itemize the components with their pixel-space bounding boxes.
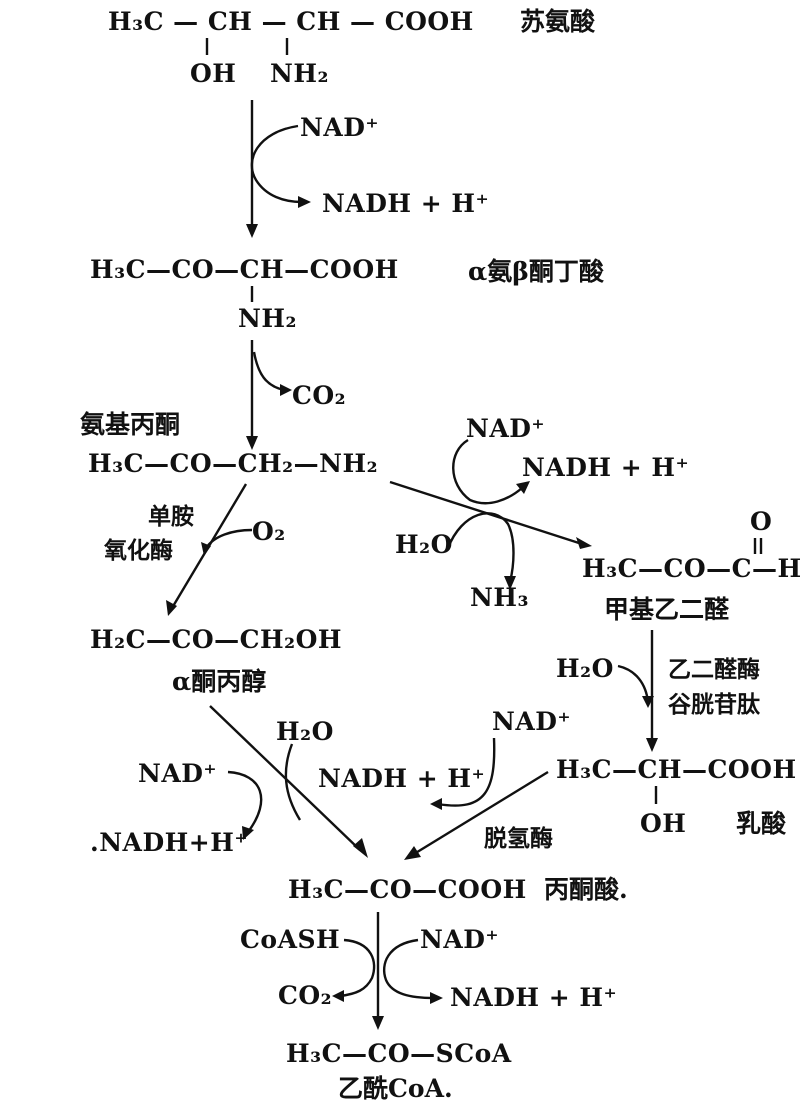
ap-water: H₂O — [276, 717, 334, 746]
pyruvate-structure: H₃C—CO—COOH 丙酮酸. — [288, 875, 628, 904]
final-co2: CO₂ — [278, 981, 332, 1010]
threonine-oh: OH — [190, 59, 236, 88]
aminoacetone-name: 氨基丙酮 — [80, 410, 180, 439]
glyoxalase-enzyme-line2: 谷胱苷肽 — [668, 691, 761, 718]
final-arrowhead — [372, 1016, 384, 1030]
lp-enzyme: 脱氢酶 — [484, 825, 553, 852]
methylglyoxal-o: O — [750, 507, 772, 536]
mg-nad-arrowhead — [516, 481, 530, 494]
ap-main-line — [209, 705, 361, 851]
lp-main-line — [413, 770, 549, 856]
methylglyoxal-structure: O H₃C—CO—C—H. 甲基乙二醛 — [582, 507, 803, 624]
mg-water-arrowhead — [504, 576, 516, 590]
step1-cofactor-arrowhead — [298, 196, 311, 208]
step2-co2-arrowhead — [280, 384, 292, 396]
mg-ammonia: NH₃ — [470, 583, 529, 612]
threonine-formula: H₃C — CH — CH — COOH — [108, 7, 474, 36]
step1-cofactor-curve — [250, 124, 303, 204]
lactate-structure: H₃C—CH—COOH OH 乳酸 — [556, 755, 797, 838]
mg-nad: NAD⁺ — [466, 414, 545, 443]
acetol-structure: H₂C—CO—CH₂OH α酮丙醇 — [90, 625, 342, 696]
lactate-to-pyruvate-arrow: NAD⁺ NADH + H⁺ 脱氢酶 — [318, 707, 571, 860]
acetyl-coa-structure: H₃C—CO—SCoA 乙酰CoA. — [286, 1039, 512, 1103]
lp-nadh: NADH + H⁺ — [318, 764, 485, 793]
step2-co2-curve — [252, 351, 285, 392]
lactate-name: 乳酸 — [736, 809, 787, 838]
lactate-formula: H₃C—CH—COOH — [556, 755, 797, 784]
ap-arrowhead — [353, 838, 368, 858]
glyoxalase-water: H₂O — [556, 654, 614, 683]
final-nad-curve — [382, 938, 435, 1000]
acetol-name: α酮丙醇 — [172, 667, 266, 696]
lp-nad-curve — [437, 737, 496, 807]
methylglyoxal-name: 甲基乙二醛 — [604, 595, 730, 624]
acetyl-coa-name: 乙酰CoA. — [338, 1074, 453, 1103]
pyruvate-name: 丙酮酸. — [544, 875, 628, 904]
mg-nadh: NADH + H⁺ — [522, 453, 689, 482]
final-co2-arrowhead — [332, 990, 344, 1002]
pyruvate-formula: H₃C—CO—COOH — [288, 875, 527, 904]
methylglyoxal-branch-arrow: NAD⁺ NADH + H⁺ H₂O NH₃ — [389, 414, 689, 612]
step2-arrow: CO₂ — [246, 340, 346, 450]
step1-nadh: NADH + H⁺ — [322, 189, 489, 218]
final-nadh: NADH + H⁺ — [450, 983, 617, 1012]
step2-arrowhead — [246, 436, 258, 450]
glyoxalase-enzyme-line1: 乙二醛酶 — [668, 656, 760, 683]
step1-arrowhead — [246, 224, 258, 238]
acetyl-coa-formula: H₃C—CO—SCoA — [286, 1039, 512, 1068]
glyoxalase-arrowhead — [646, 738, 658, 752]
mao-o2-arrowhead — [201, 542, 211, 556]
threonine-structure: H₃C — CH — CH — COOH OH NH₂ 苏氨酸 — [108, 7, 596, 88]
glyoxalase-arrow: H₂O 乙二醛酶 谷胱苷肽 — [556, 630, 761, 752]
threonine-name: 苏氨酸 — [520, 7, 596, 36]
mao-arrowhead — [166, 600, 177, 616]
lp-arrowhead — [404, 846, 421, 860]
final-nad-arrowhead — [430, 992, 443, 1004]
mao-enzyme-line2: 氧化酶 — [103, 537, 173, 564]
methylglyoxal-formula: H₃C—CO—C—H. — [582, 554, 803, 583]
ap-water-curve — [284, 743, 302, 821]
mg-arrowhead — [576, 537, 592, 549]
amino-ketobutyrate-structure: H₃C—CO—CH—COOH NH₂ α氨β酮丁酸 — [90, 255, 605, 333]
step1-nad: NAD⁺ — [300, 113, 379, 142]
final-nad: NAD⁺ — [420, 925, 499, 954]
ap-nad: NAD⁺ — [138, 759, 217, 788]
lp-nad-arrowhead — [430, 798, 442, 810]
amino-ketobutyrate-name: α氨β酮丁酸 — [468, 257, 605, 286]
final-coash: CoASH — [240, 925, 340, 954]
aminoacetone-formula: H₃C—CO—CH₂—NH₂ — [88, 449, 378, 478]
mg-water: H₂O — [395, 530, 453, 559]
amino-ketobutyrate-nh2: NH₂ — [238, 304, 297, 333]
acetol-formula: H₂C—CO—CH₂OH — [90, 625, 342, 654]
ap-nad-arrowhead — [242, 826, 254, 840]
lactate-oh: OH — [640, 809, 686, 838]
acetol-to-pyruvate-arrow: NAD⁺ .NADH+H⁺ H₂O — [90, 705, 368, 858]
threonine-nh2: NH₂ — [270, 59, 329, 88]
mg-water-curve — [446, 512, 515, 583]
mao-o2: O₂ — [252, 517, 286, 546]
amino-ketobutyrate-formula: H₃C—CO—CH—COOH — [90, 255, 399, 284]
final-step-arrow: CoASH CO₂ NAD⁺ NADH + H⁺ — [240, 912, 617, 1030]
mao-enzyme-line1: 单胺 — [148, 503, 194, 530]
glyoxalase-water-arrowhead — [642, 696, 654, 708]
monoamine-oxidase-arrow: O₂ 单胺 氧化酶 — [103, 483, 286, 616]
ap-nad-curve — [227, 770, 263, 833]
ap-nadh: .NADH+H⁺ — [90, 828, 248, 857]
mg-nad-curve — [452, 438, 523, 505]
final-coa-curve — [339, 938, 376, 998]
lp-nad: NAD⁺ — [492, 707, 571, 736]
step1-arrow: NAD⁺ NADH + H⁺ — [246, 100, 489, 238]
step2-co2: CO₂ — [292, 381, 346, 410]
aminoacetone-structure: 氨基丙酮 H₃C—CO—CH₂—NH₂ — [80, 410, 378, 478]
